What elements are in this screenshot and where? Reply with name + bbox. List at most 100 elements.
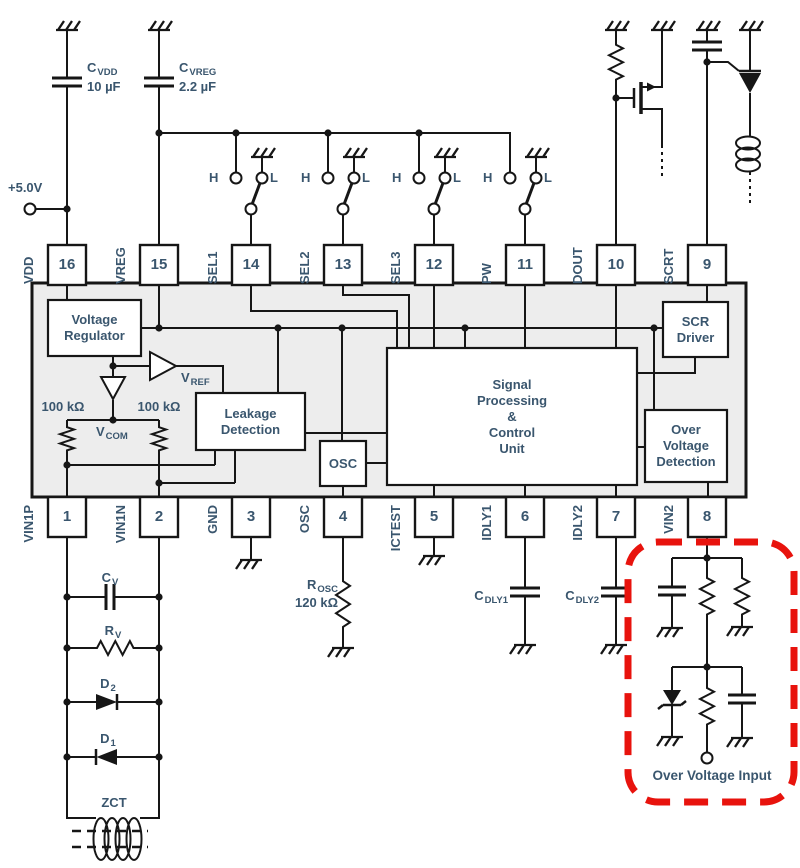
ground-icon: [599, 643, 629, 656]
cvdd-value: 10 µF: [87, 79, 121, 94]
junction-dots: [63, 58, 711, 761]
ic-internal-wires: [59, 284, 709, 497]
cvreg-capacitor: [144, 76, 174, 88]
voltage-regulator-label: Voltage Regulator: [64, 312, 125, 343]
select-switches: [159, 132, 551, 245]
cvreg-value: 2.2 µF: [179, 79, 217, 94]
zct-network: [66, 537, 160, 861]
r100-right-label: 100 kΩ: [137, 399, 181, 414]
pin-8: 8: [702, 508, 712, 525]
supply-label: +5.0V: [8, 180, 43, 195]
vref-buffer-icon: [149, 350, 179, 382]
r100-left-label: 100 kΩ: [41, 399, 85, 414]
osc-label: OSC: [328, 455, 358, 471]
ground-icon: [341, 146, 369, 159]
scr-driver-label: SCR Driver: [676, 313, 715, 345]
pin-name-idly2: IDLY2: [570, 505, 585, 541]
pin-4: 4: [338, 508, 348, 525]
pin-10: 10: [607, 256, 625, 273]
vcom-buffer-icon: [99, 376, 127, 402]
pin-name-sel2: SEL2: [297, 251, 312, 284]
sel2-low-label: L: [362, 170, 370, 185]
leakage-detection-block: [194, 391, 307, 452]
pin-name-osc: OSC: [297, 505, 312, 534]
pin-name-vreg: VREG: [113, 247, 128, 284]
cvdd-label: CVDD: [87, 60, 118, 78]
pin-2: 2: [154, 508, 164, 525]
switch-arms: [250, 182, 536, 206]
ground-icon: [523, 146, 551, 159]
scr-icon: [739, 30, 761, 137]
switch-terminals: [229, 171, 543, 216]
d1-label: D1: [100, 731, 116, 749]
sel3-high-label: H: [392, 170, 402, 185]
d1-diode-icon: [67, 749, 159, 765]
sel1-low-label: L: [270, 170, 278, 185]
cvdd-capacitor: [52, 76, 82, 88]
pin-name-sel1: SEL1: [205, 251, 220, 284]
ground-icon: [603, 19, 631, 32]
rosc-value: 120 kΩ: [295, 595, 338, 610]
switch-pin-wires: [250, 214, 526, 245]
pw-high-label: H: [483, 170, 493, 185]
pin-1: 1: [62, 508, 72, 525]
pin-boxes: [46, 243, 728, 539]
d2-diode-icon: [67, 694, 159, 710]
resistor: [608, 39, 624, 84]
supply-terminal: [23, 202, 37, 216]
sel1-high-label: H: [209, 170, 219, 185]
pin-12: 12: [425, 256, 443, 273]
resistor: [734, 572, 750, 618]
ground-icon: [737, 19, 765, 32]
ground-icon: [54, 19, 82, 32]
ic-blocks: [46, 298, 730, 488]
ground-icon: [655, 735, 685, 748]
pin-name-idly1: IDLY1: [479, 505, 494, 541]
zct-coil-icon: [72, 817, 148, 861]
pin-14: 14: [242, 256, 260, 273]
pin-name-vin2: VIN2: [661, 505, 676, 534]
rails: [66, 537, 160, 819]
mosfet-icon: [632, 30, 663, 178]
pin-6: 6: [520, 508, 530, 525]
osc-block: [318, 439, 368, 488]
pin-11: 11: [517, 256, 533, 273]
cvreg-label: CVREG: [179, 60, 217, 78]
ground-icon: [725, 625, 755, 638]
pw-low-label: L: [544, 170, 552, 185]
over-voltage-detection-block: [643, 408, 729, 484]
scr-driver-block: [661, 300, 730, 359]
switch-l-ground-stems: [261, 157, 537, 173]
pin-3: 3: [246, 508, 256, 525]
vref-label: VREF: [181, 370, 210, 388]
ground-icon: [432, 146, 460, 159]
pin-name-pw: PW: [479, 263, 494, 284]
pin-13: 13: [334, 256, 352, 273]
cdly2-label: CDLY2: [565, 588, 599, 606]
rv-label: RV: [104, 623, 122, 641]
pin-name-ictest: ICTEST: [388, 505, 403, 552]
rosc-resistor: [334, 573, 352, 632]
over-voltage-input-label: Over Voltage Input: [652, 768, 772, 783]
resistor: [699, 572, 715, 618]
bottom-external-components: [234, 537, 631, 659]
scr-gate-wire: [707, 61, 740, 72]
sel2-high-label: H: [301, 170, 311, 185]
rosc-label: ROSC: [307, 577, 338, 595]
signal-processing-label: Signal Processing & Control Unit: [476, 376, 548, 456]
ground-icon: [146, 19, 174, 32]
capacitor: [692, 40, 722, 52]
pin-9: 9: [702, 256, 712, 273]
over-voltage-input-highlight-box: [624, 538, 798, 806]
ground-icon: [234, 558, 264, 571]
pin-name-vin1p: VIN1P: [21, 505, 36, 543]
capacitor: [658, 585, 686, 597]
cdly1-capacitor: [510, 586, 540, 598]
ground-icon: [326, 646, 356, 659]
sel3-low-label: L: [453, 170, 461, 185]
pin-name-scrt: SCRT: [661, 248, 676, 284]
pin-16: 16: [58, 256, 76, 273]
supply-and-decoupling: [23, 19, 174, 245]
